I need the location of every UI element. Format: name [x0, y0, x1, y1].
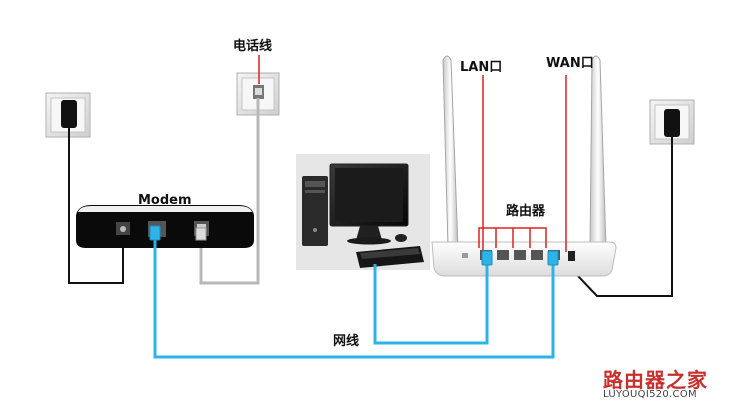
modem-to-wan-cable: [153, 232, 555, 359]
router-label: 路由器: [506, 204, 546, 219]
wall-socket-left: [45, 92, 91, 138]
modem-label: Modem: [138, 193, 192, 208]
modem-power-cable: [68, 128, 124, 284]
network-cables: [153, 232, 555, 359]
port-indicators: [258, 55, 567, 252]
computer-set: [296, 154, 430, 270]
router-device: [431, 241, 617, 277]
network-cable-label: 网线: [333, 334, 360, 349]
modem-device: [76, 205, 254, 248]
watermark-url: LUYOUQI520.COM: [603, 389, 697, 400]
phone-cable: [199, 98, 260, 285]
watermark-logo-text: 路由器之家: [603, 368, 708, 392]
rj45-connectors: [149, 225, 559, 266]
lan-port-label: LAN口: [460, 60, 503, 75]
router-antennas: [442, 55, 607, 249]
phone-connector: [195, 227, 207, 241]
phone-line-label: 电话线: [233, 39, 273, 54]
pc-to-lan-cable: [373, 262, 489, 345]
wan-port-label: WAN口: [546, 56, 594, 71]
